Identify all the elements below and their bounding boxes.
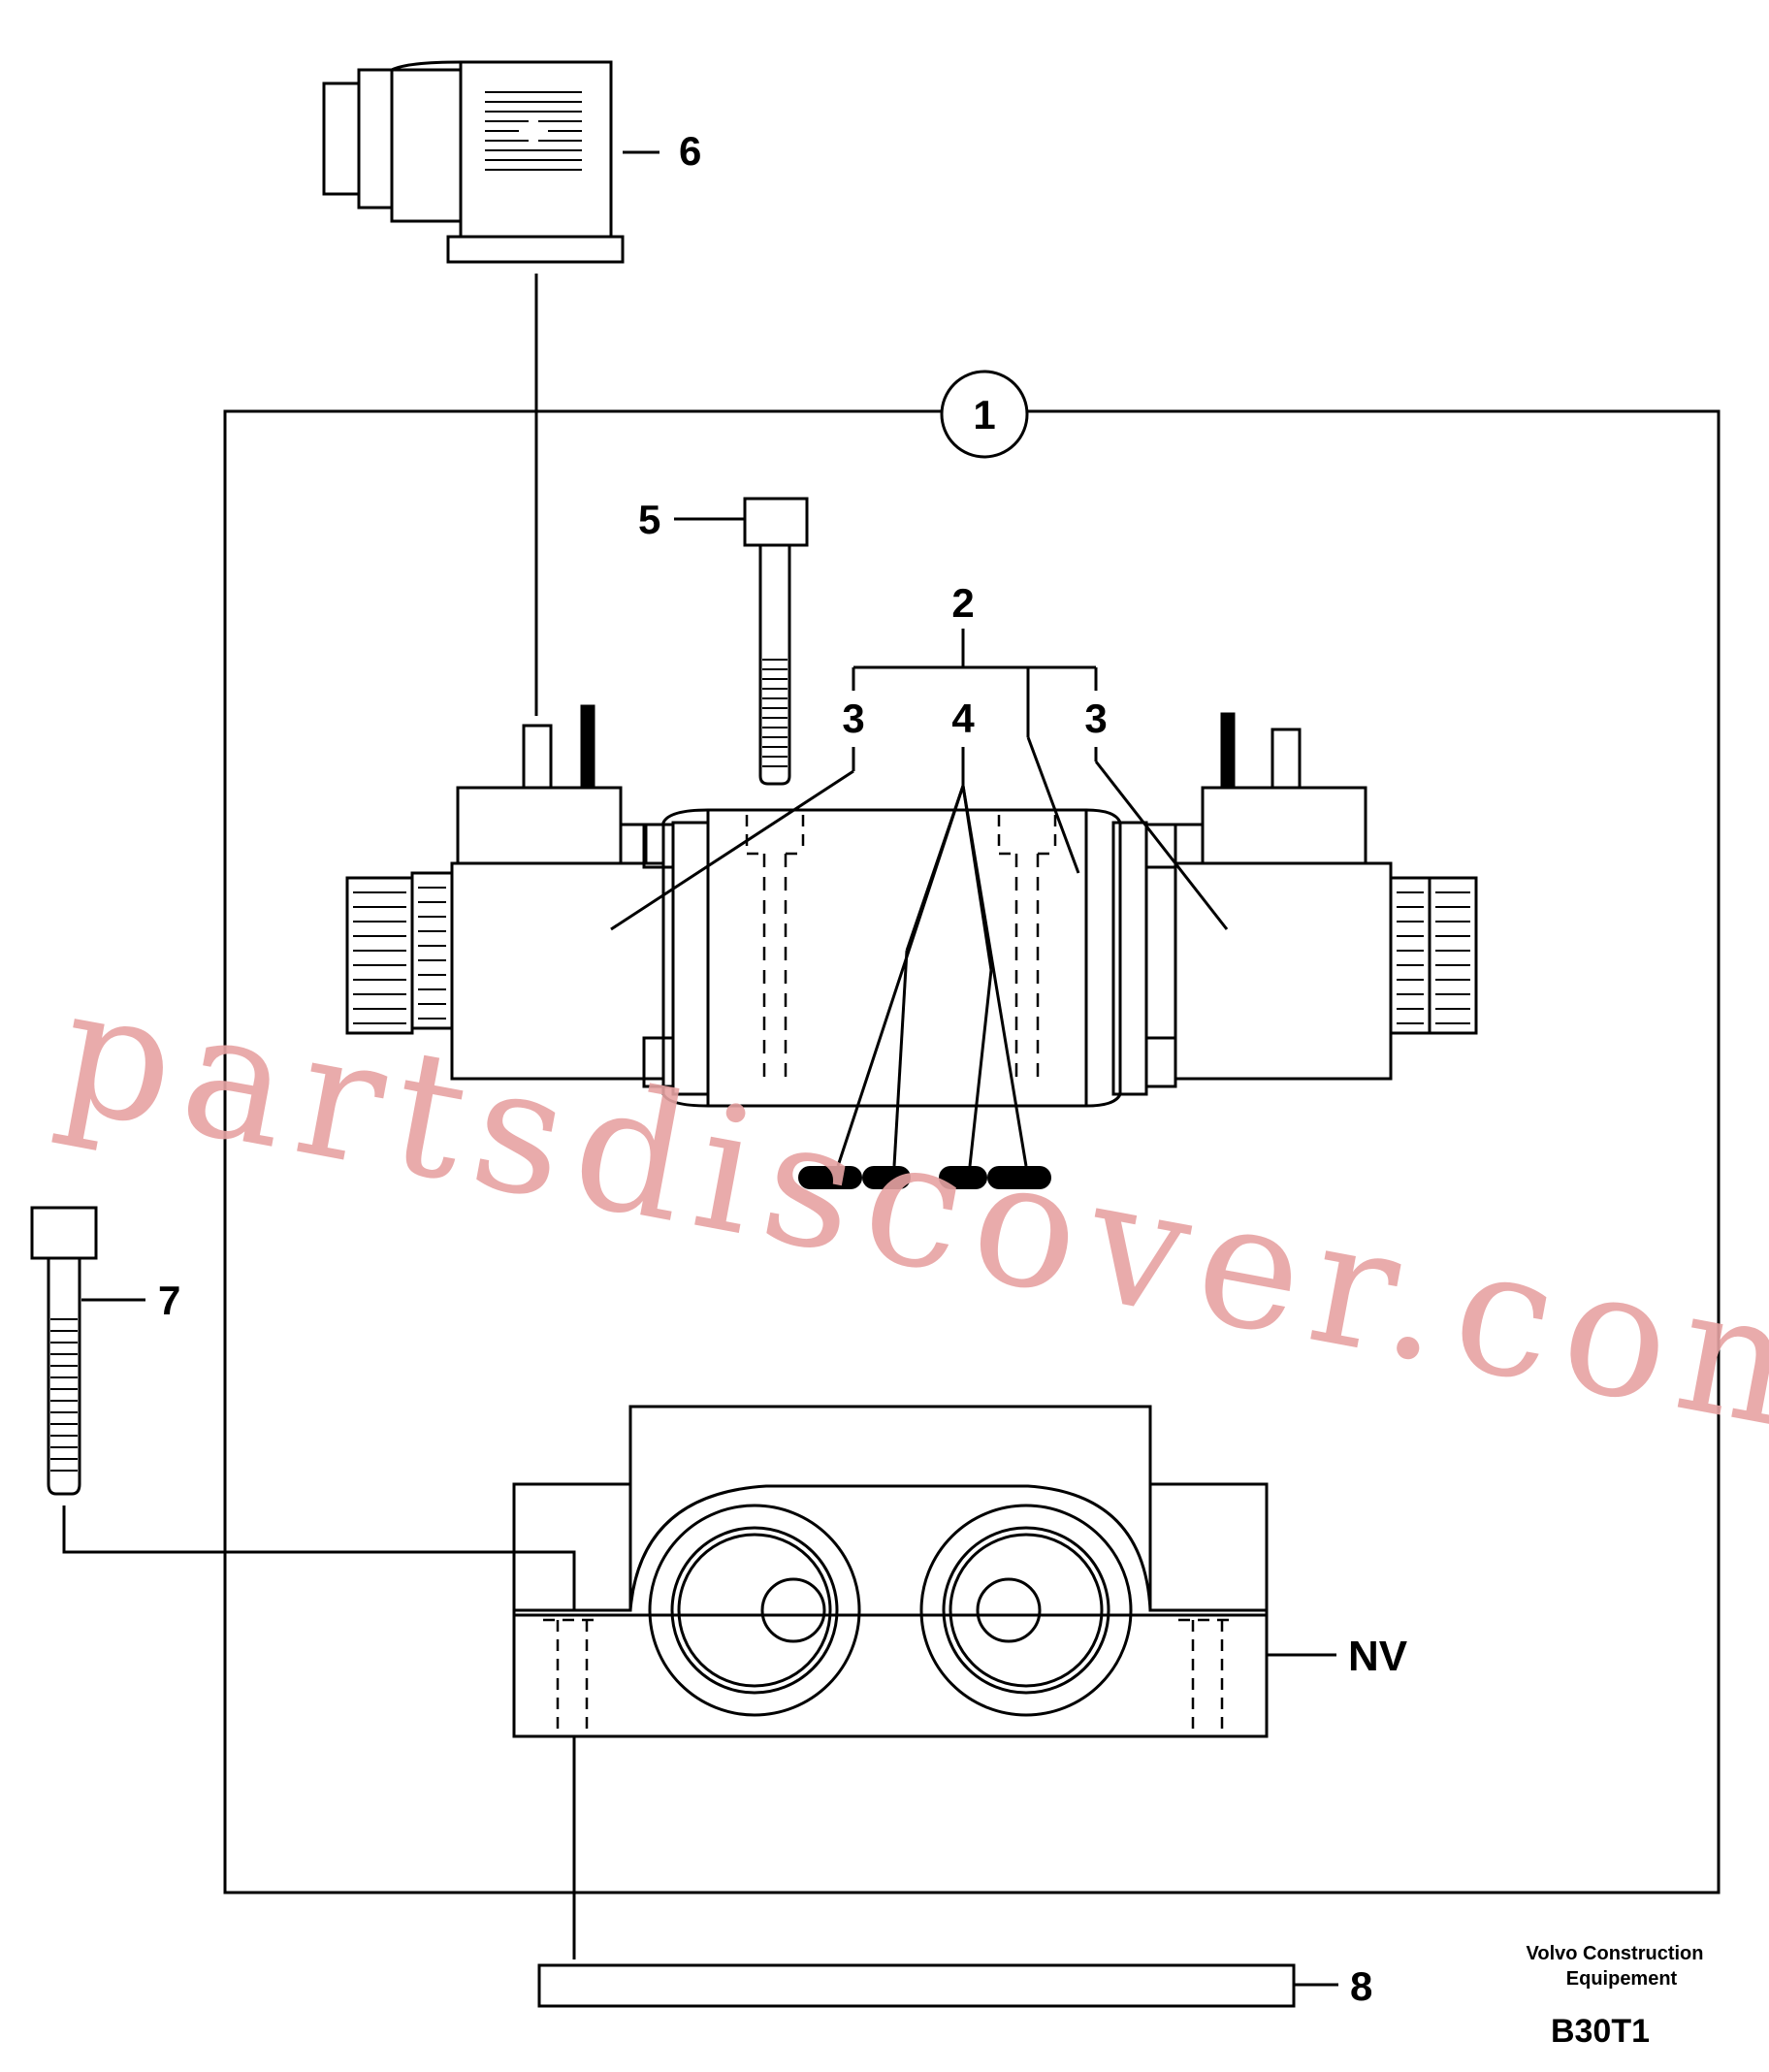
solenoid-terminal-left bbox=[522, 724, 553, 790]
valve-body bbox=[661, 808, 1122, 1108]
screw-7-assembly-line bbox=[62, 1505, 576, 1610]
footer-company-line2: Equipement bbox=[1566, 1968, 1678, 1990]
screw-plate-mounting bbox=[30, 1206, 98, 1496]
watermark: partsdiscover.com bbox=[46, 949, 1769, 1478]
solenoid-head-left bbox=[456, 786, 623, 865]
callout-7: 7 bbox=[158, 1278, 180, 1323]
screw-valve-mounting bbox=[743, 497, 809, 786]
solenoid-terminal-right bbox=[1270, 728, 1302, 790]
solenoid-head-right bbox=[1201, 786, 1367, 865]
leader-4-b bbox=[905, 785, 965, 952]
footer-drawing-code: B30T1 bbox=[1551, 2013, 1650, 2050]
callout-8: 8 bbox=[1350, 1963, 1372, 2009]
gasket-plate bbox=[537, 1963, 1296, 2008]
callout-2: 2 bbox=[951, 580, 974, 626]
assembly-callout-circle bbox=[940, 370, 1029, 459]
leader-3-right-diag bbox=[1094, 761, 1229, 930]
subplate bbox=[512, 1405, 1269, 1738]
callout-nv: NV bbox=[1348, 1633, 1408, 1680]
connector-plug bbox=[322, 60, 625, 264]
callout-6: 6 bbox=[679, 128, 701, 174]
footer-company-line1: Volvo Construction bbox=[1527, 1943, 1704, 1964]
directional-valve bbox=[345, 704, 1478, 1108]
leader-4-d bbox=[961, 785, 1028, 1167]
solenoid-coil-right bbox=[1174, 861, 1393, 1081]
leader-2-block-diag bbox=[1026, 736, 1080, 874]
leader-3-left-diag bbox=[610, 769, 854, 931]
callout-4: 4 bbox=[951, 696, 975, 741]
callout-3-right: 3 bbox=[1084, 696, 1107, 741]
callout-1: 1 bbox=[973, 392, 995, 437]
callout-3-left: 3 bbox=[842, 696, 864, 741]
o-rings bbox=[798, 1166, 1051, 1189]
leader-4-c2 bbox=[968, 969, 993, 1167]
leader-4-b2 bbox=[892, 950, 909, 1167]
callout-5: 5 bbox=[638, 497, 660, 542]
